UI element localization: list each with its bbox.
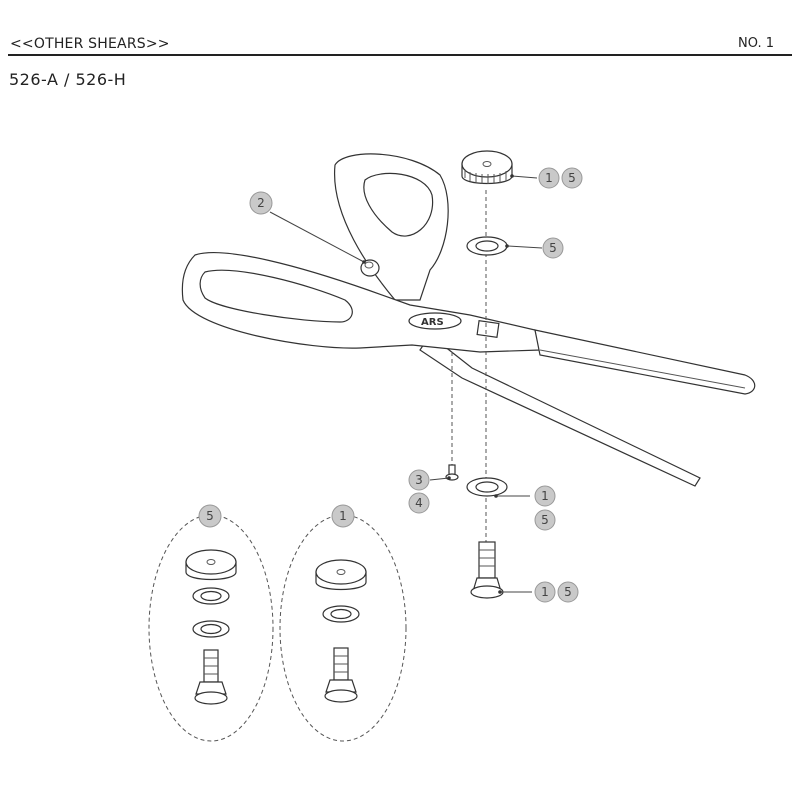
- callout-small-screw: 3 4: [408, 469, 430, 514]
- page-number: NO. 1: [738, 36, 774, 51]
- bottom-washer: [466, 477, 508, 497]
- svg-text:5: 5: [206, 509, 214, 523]
- top-washer: [466, 236, 508, 256]
- page-header: <<OTHER SHEARS>> NO. 1: [8, 36, 792, 56]
- callout-set-5: 5: [198, 504, 222, 528]
- screw-cap: [360, 259, 380, 277]
- svg-text:5: 5: [549, 241, 557, 255]
- callout-washer-bottom: 1 5: [534, 485, 556, 531]
- svg-text:1: 1: [541, 585, 549, 599]
- svg-text:1: 1: [339, 509, 347, 523]
- svg-text:5: 5: [568, 171, 576, 185]
- scissors-illustration: ARS: [181, 153, 756, 487]
- parts-set-5: [148, 514, 274, 742]
- section-title: <<OTHER SHEARS>>: [10, 36, 170, 52]
- parts-set-1: [279, 514, 407, 742]
- svg-text:1: 1: [541, 489, 549, 503]
- pivot-bolt: [470, 541, 504, 599]
- svg-text:5: 5: [564, 585, 572, 599]
- callout-set-1: 1: [331, 504, 355, 528]
- svg-text:3: 3: [415, 473, 423, 487]
- svg-text:1: 1: [545, 171, 553, 185]
- svg-text:5: 5: [541, 513, 549, 527]
- brand-mark: ARS: [421, 317, 444, 328]
- callout-screw-cap: 2: [249, 191, 273, 215]
- callout-washer-top: 5: [542, 237, 564, 259]
- svg-text:4: 4: [415, 496, 423, 510]
- pivot-nut: [461, 150, 513, 185]
- callout-bolt: 1 5: [534, 581, 579, 603]
- svg-text:2: 2: [257, 196, 265, 210]
- model-number: 526-A / 526-H: [9, 70, 127, 89]
- callout-nut-top: 1 5: [538, 167, 583, 189]
